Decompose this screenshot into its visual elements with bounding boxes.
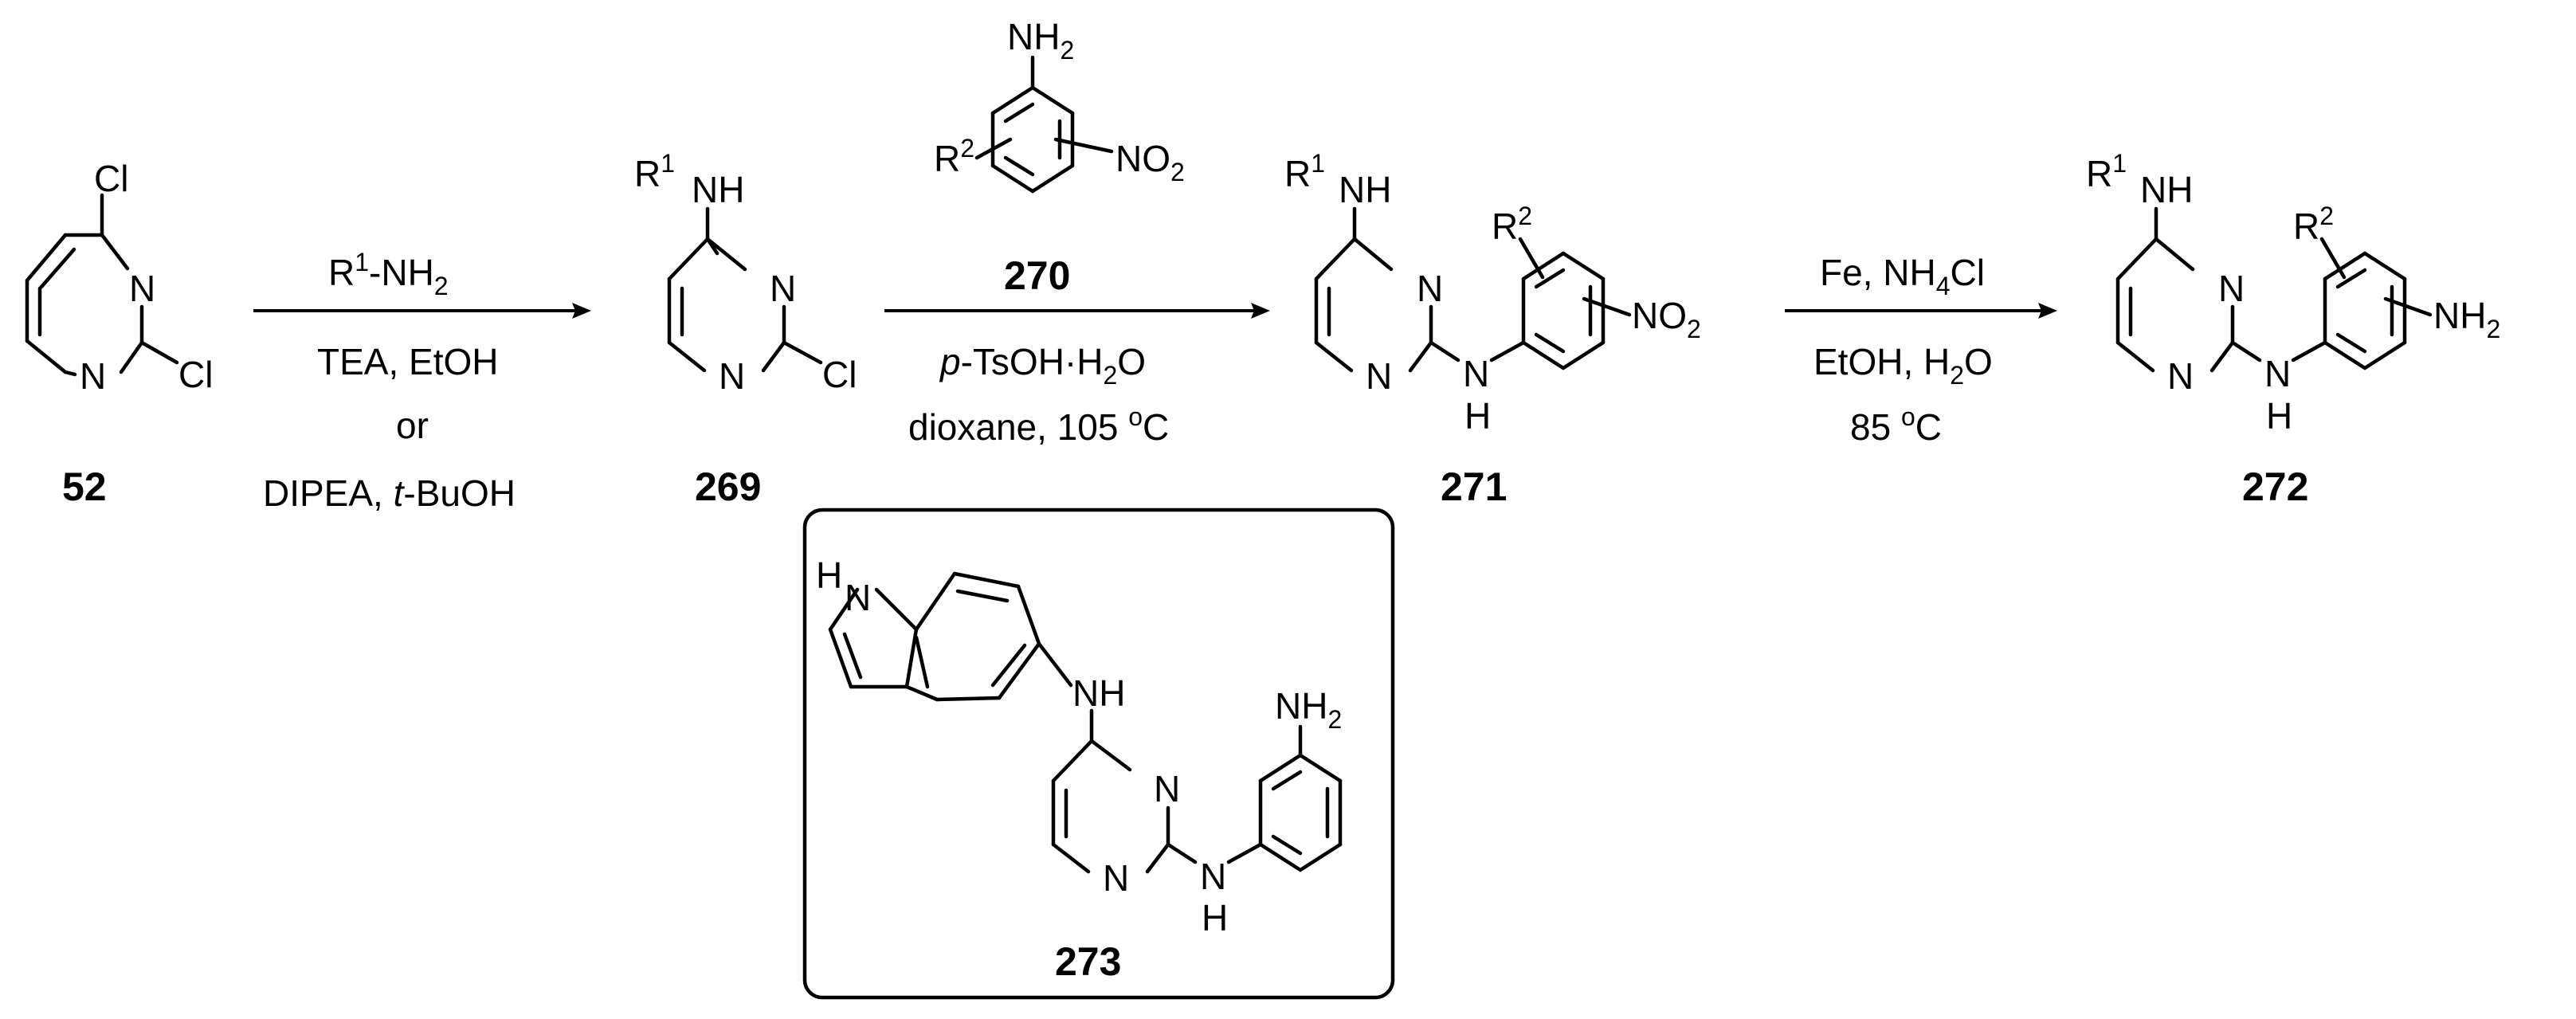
step3-conditions: Fe, NH4Cl EtOH, H2O 85 oC: [1813, 252, 1993, 448]
nitrogen-atom: N: [129, 268, 155, 309]
svg-text:p-TsOH·H2O: p-TsOH·H2O: [939, 341, 1146, 390]
compound-273-structure: H N NH N N N H NH2: [816, 555, 1343, 939]
svg-text:85 oC: 85 oC: [1850, 402, 1942, 448]
step1-line2: TEA, EtOH: [317, 341, 498, 382]
arrow-head: [572, 303, 591, 319]
chlorine-atom: Cl: [822, 354, 857, 395]
svg-text:R1: R1: [634, 149, 675, 194]
nitrogen-atom: N: [1154, 768, 1180, 809]
hydrogen-atom: H: [2266, 395, 2292, 437]
arrow-head: [2038, 303, 2057, 319]
nitrogen-atom: N: [80, 355, 106, 397]
compound-label-270: 270: [1004, 253, 1070, 298]
svg-text:NH2: NH2: [1275, 685, 1342, 734]
nh-group: NH: [692, 169, 744, 210]
svg-text:Fe, NH4Cl: Fe, NH4Cl: [1820, 252, 1985, 300]
nitrogen-atom: N: [719, 355, 745, 397]
nh-group: NH: [1339, 169, 1391, 210]
nh-group: NH: [2140, 169, 2193, 210]
compound-label-273: 273: [1055, 939, 1121, 984]
svg-text:DIPEA, t-BuOH: DIPEA, t-BuOH: [263, 472, 516, 514]
compound-label-271: 271: [1441, 464, 1507, 509]
compound-271-structure: R1 NH N N N H R2 NO2: [1284, 149, 1701, 437]
hydrogen-atom: H: [1464, 395, 1491, 437]
nitrogen-atom: N: [1463, 353, 1489, 394]
svg-text:R2: R2: [1492, 202, 1532, 247]
chlorine-atom: Cl: [178, 354, 213, 395]
svg-text:NO2: NO2: [1632, 295, 1701, 343]
compound-272-structure: R1 NH N N N H R2 NH2: [2086, 149, 2500, 437]
svg-text:R1-NH2: R1-NH2: [328, 248, 449, 300]
compound-label-272: 272: [2242, 464, 2308, 509]
nitrogen-atom: N: [2167, 355, 2194, 397]
nitrogen-atom: N: [1417, 268, 1443, 309]
nitrogen-atom: N: [1366, 355, 1392, 397]
svg-text:dioxane, 105 oC: dioxane, 105 oC: [908, 402, 1169, 448]
chlorine-atom: Cl: [94, 158, 128, 199]
step2-conditions: p-TsOH·H2O dioxane, 105 oC: [908, 341, 1169, 448]
nitrogen-atom: N: [2218, 268, 2245, 309]
nitrogen-atom: N: [845, 577, 871, 618]
step1-line3: or: [396, 405, 429, 446]
hydrogen-atom: H: [816, 555, 842, 596]
svg-text:NO2: NO2: [1115, 138, 1185, 186]
svg-text:R1: R1: [1284, 149, 1325, 194]
svg-text:R2: R2: [934, 134, 974, 179]
nitrogen-atom: N: [770, 268, 796, 309]
compound-label-52: 52: [62, 464, 107, 509]
svg-text:EtOH, H2O: EtOH, H2O: [1813, 341, 1993, 390]
compound-273-box: [802, 508, 1395, 1000]
svg-text:NH2: NH2: [2433, 295, 2500, 343]
svg-text:R1: R1: [2086, 149, 2127, 194]
compound-270-structure: NH2 R2 NO2: [934, 16, 1185, 194]
hydrogen-atom: H: [1202, 897, 1228, 939]
nitrogen-atom: N: [1103, 857, 1129, 899]
arrow-head: [1251, 303, 1270, 319]
svg-text:NH2: NH2: [1007, 16, 1074, 65]
nitrogen-atom: N: [1200, 856, 1226, 897]
nitrogen-atom: N: [2264, 353, 2291, 394]
compound-269-structure: R1 NH N N Cl: [634, 149, 857, 397]
compound-label-269: 269: [695, 464, 761, 509]
svg-text:R2: R2: [2293, 202, 2334, 247]
step1-conditions: R1-NH2 TEA, EtOH or DIPEA, t-BuOH: [263, 248, 516, 514]
nh-group: NH: [1072, 672, 1125, 714]
compound-52-structure: Cl N N Cl: [25, 158, 213, 397]
